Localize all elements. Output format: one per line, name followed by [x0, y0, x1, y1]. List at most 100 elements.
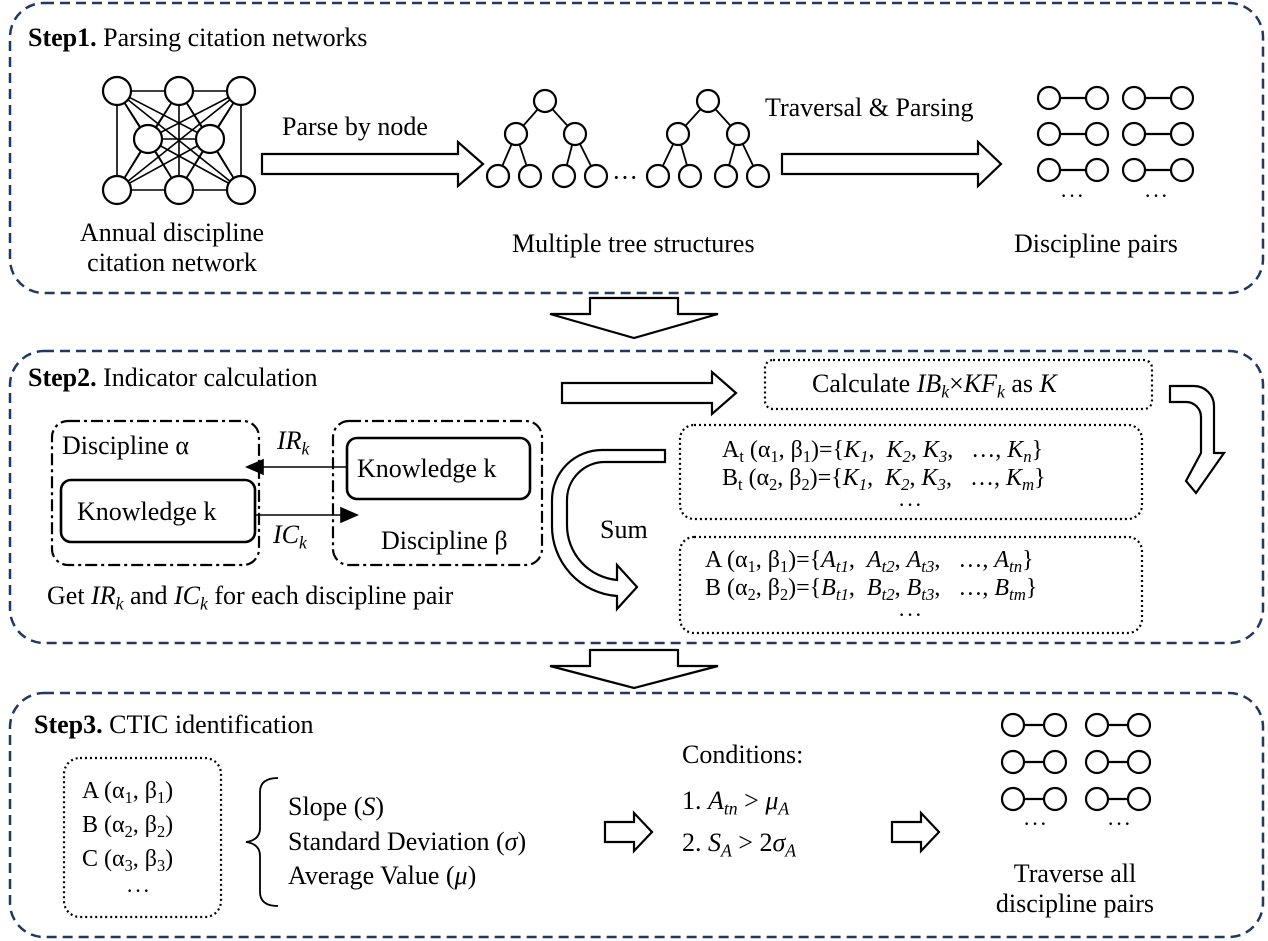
traverse-line1: Traverse all: [1013, 859, 1137, 888]
pairs-label: Discipline pairs: [1014, 229, 1178, 258]
condition-1: 1. Atn > μA: [682, 786, 790, 819]
step3-heading-rest: CTIC identification: [102, 710, 314, 739]
step2-heading: Step2. Indicator calculation: [28, 363, 318, 393]
traverse-line2: discipline pairs: [995, 889, 1155, 918]
slope-close: ): [375, 792, 385, 821]
brace: [245, 777, 279, 907]
calculate-text: Calculate IBk×KFk as K: [812, 369, 1057, 402]
discipline-beta-box: [331, 419, 544, 567]
calculate-box: [763, 358, 1154, 411]
caption-end: for each discipline pair: [207, 581, 454, 610]
trees-label: Multiple tree structures: [512, 229, 755, 258]
citation-network-graph: [101, 75, 257, 206]
step3-grid-ellipsis-left: ···: [1023, 811, 1048, 836]
step3-pairs-grid: [1000, 712, 1152, 812]
sd-close: ): [517, 827, 527, 856]
step3-arrow-2: [890, 810, 941, 854]
a-set-line: A (α1, β1)={At1, At2, At3, …, Atn}: [705, 547, 1034, 577]
ic-arrow: [256, 506, 359, 524]
down-arrow-step2-to-step3: [549, 648, 719, 690]
calc-kf: KF: [963, 369, 997, 398]
step3-heading-bold: Step3.: [34, 710, 103, 739]
calc-as: as: [1004, 369, 1040, 398]
a-sets-ellipsis: ···: [898, 602, 923, 627]
step1-heading-rest: Parsing citation networks: [96, 23, 368, 52]
parse-arrow-label: Parse by node: [282, 112, 428, 141]
ir-arrow: [245, 458, 347, 476]
trees-ellipsis: ···: [612, 163, 638, 192]
k-sets-box: [678, 423, 1144, 521]
pairs-ellipsis-right: ···: [1144, 183, 1169, 208]
caption-and: and: [123, 581, 174, 610]
discipline-pairs-grid: [1036, 85, 1195, 183]
caption-ir-base: IR: [91, 581, 116, 610]
curved-arrow-right: [1168, 384, 1227, 495]
step1-heading-bold: Step1.: [28, 23, 97, 52]
ic-label-base: IC: [273, 520, 299, 549]
step3-heading: Step3. CTIC identification: [34, 710, 313, 740]
calc-ib-sub: k: [941, 381, 950, 402]
ir-label-sub: k: [301, 438, 310, 459]
step3-pairs-ellipsis: ···: [126, 878, 151, 903]
caption-get: Get: [47, 581, 92, 610]
ir-label-base: IR: [277, 426, 302, 455]
avg-text: Average Value (: [288, 861, 455, 890]
knowledge-box-right: [345, 436, 532, 501]
knowledge-left-label: Knowledge k: [77, 497, 217, 526]
sd-sym: σ: [504, 827, 518, 856]
network-label-line2: citation network: [87, 248, 257, 277]
bt-set-line: Bt (α2, β2)={K1, K2, K3, …, Km}: [722, 465, 1046, 495]
network-label-line1: Annual discipline: [79, 218, 265, 247]
slope-text: Slope (: [288, 792, 363, 821]
down-arrow-step1-to-step2: [549, 296, 719, 340]
step3-pair-c: C (α3, β3): [82, 846, 174, 875]
parse-arrow: [260, 139, 485, 189]
calculate-arrow: [560, 369, 738, 417]
step1-panel: [8, 1, 1265, 295]
calc-ib: IB: [916, 369, 942, 398]
sd-line: Standard Deviation (σ): [288, 827, 526, 857]
sum-curved-arrow: [550, 448, 667, 612]
step3-pair-b: B (α2, β2): [82, 812, 174, 841]
tree-structure-1: [485, 88, 609, 189]
pairs-ellipsis-left: ···: [1060, 183, 1085, 208]
avg-line: Average Value (μ): [288, 861, 476, 891]
avg-sym: μ: [454, 861, 468, 890]
tree-structure-2: [645, 88, 771, 189]
step3-pair-a: A (α1, β1): [82, 778, 174, 807]
discipline-alpha-box: [50, 419, 261, 567]
network-label: Annual discipline citation network: [22, 218, 322, 278]
step3-pairs-box: [62, 756, 223, 919]
a-sets-box: [678, 535, 1144, 635]
condition-2: 2. SA > 2σA: [682, 828, 797, 861]
caption-ic: ICk: [174, 581, 208, 614]
step1-heading: Step1. Parsing citation networks: [28, 23, 367, 53]
step3-arrow-1: [603, 810, 654, 854]
calc-times: ×: [949, 369, 964, 398]
step2-heading-rest: Indicator calculation: [96, 363, 318, 392]
at-set-line: At (α1, β1)={K1, K2, K3, …, Kn}: [722, 437, 1044, 467]
traversal-arrow-label: Traversal & Parsing: [765, 93, 974, 122]
step2-panel: [8, 349, 1265, 645]
ir-label: IRk: [277, 426, 310, 459]
discipline-alpha-label: Discipline α: [62, 431, 189, 460]
step3-grid-ellipsis-right: ···: [1107, 811, 1132, 836]
slope-sym: S: [362, 792, 376, 821]
get-ir-ic-caption: Get IRk and ICk for each discipline pair: [47, 581, 454, 614]
calc-kf-sub: k: [996, 381, 1005, 402]
b-set-line: B (α2, β2)={Bt1, Bt2, Bt3, …, Btm}: [705, 575, 1038, 605]
discipline-beta-label: Discipline β: [381, 526, 508, 555]
slope-line: Slope (S): [288, 792, 384, 822]
k-sets-ellipsis: ···: [898, 492, 923, 517]
ic-label-sub: k: [299, 532, 307, 553]
conditions-title: Conditions:: [682, 740, 804, 769]
knowledge-right-label: Knowledge k: [357, 454, 497, 483]
caption-ir: IRk: [91, 581, 123, 612]
traverse-label: Traverse all discipline pairs: [960, 859, 1190, 919]
step2-heading-bold: Step2.: [28, 363, 97, 392]
knowledge-box-left: [59, 478, 257, 544]
sd-text: Standard Deviation (: [288, 827, 505, 856]
calc-prefix: Calculate: [812, 369, 917, 398]
caption-ic-sub: k: [199, 593, 208, 614]
